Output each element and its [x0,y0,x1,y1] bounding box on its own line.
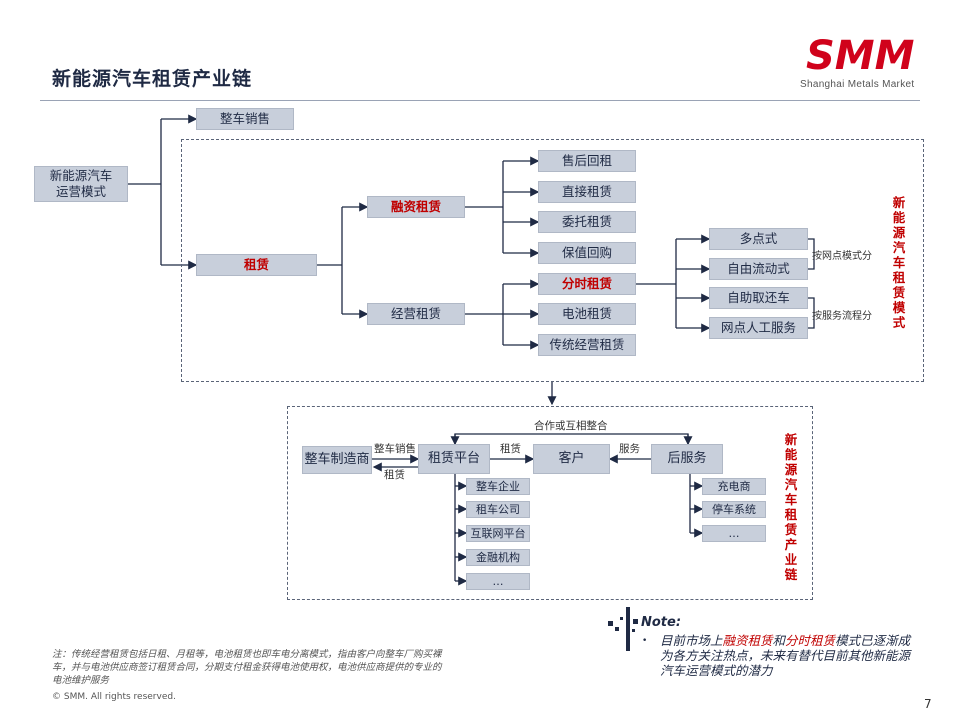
lease-mode-frame [181,139,924,382]
platform-item: 金融机构 [466,549,530,566]
platform-item: 互联网平台 [466,525,530,542]
financing-item: 委托租赁 [538,211,636,233]
footnote: 注：传统经营租赁包括日租、月租等，电池租赁也即车电分离模式，指由客户向整车厂购买… [52,649,442,686]
industry-chain-frame [287,406,813,600]
page-title: 新能源汽车租赁产业链 [52,68,253,90]
timeshare-mode: 自由流动式 [709,258,808,280]
label-service: 服务 [619,443,640,455]
service-item: 停车系统 [702,501,766,518]
financing-lease-node: 融资租赁 [367,196,465,218]
note-bullet: • [642,636,648,646]
note-text: 目前市场上融资租赁和分时租赁模式已逐渐成为各方关注热点，未来有替代目前其他新能源… [660,633,911,678]
bracket-label-service: 按服务流程分 [812,311,872,322]
smm-logo: SMM [806,33,914,73]
operating-item-timeshare: 分时租赁 [538,273,636,295]
title-divider [40,100,920,101]
note-icon [608,607,638,651]
platform-item: 租车公司 [466,501,530,518]
timeshare-mode: 网点人工服务 [709,317,808,339]
logo-text: SMM [806,33,914,73]
manufacturer-node: 整车制造商 [302,446,372,474]
financing-item: 保值回购 [538,242,636,264]
note-highlight: 分时租赁 [785,633,836,648]
label-vehicle-sale: 整车销售 [374,443,416,455]
financing-item: 直接租赁 [538,181,636,203]
financing-item: 售后回租 [538,150,636,172]
note-highlight: 融资租赁 [722,633,773,648]
customer-node: 客户 [533,444,610,474]
label-lease: 租赁 [500,443,521,455]
operating-item: 传统经营租赁 [538,334,636,356]
lease-mode-side-label: 新能源汽车租赁模式 [892,195,906,330]
page-number: 7 [924,697,932,711]
logo-subtitle: Shanghai Metals Market [800,79,915,90]
operating-lease-node: 经营租赁 [367,303,465,325]
label-lease-back: 租赁 [384,469,405,481]
platform-item: 整车企业 [466,478,530,495]
lease-node: 租赁 [196,254,317,276]
label-cooperate: 合作或互相整合 [534,420,608,432]
root-node: 新能源汽车 运营模式 [34,166,128,202]
bracket-label-network: 按网点模式分 [812,251,872,262]
service-item: 充电商 [702,478,766,495]
service-item: … [702,525,766,542]
after-service-node: 后服务 [651,444,723,474]
copyright: © SMM. All rights reserved. [52,692,176,702]
vehicle-sale-node: 整车销售 [196,108,294,130]
timeshare-mode: 多点式 [709,228,808,250]
operating-item: 电池租赁 [538,303,636,325]
timeshare-mode: 自助取还车 [709,287,808,309]
platform-item: … [466,573,530,590]
platform-node: 租赁平台 [418,444,490,474]
note-title: Note: [641,615,682,630]
industry-chain-side-label: 新能源汽车租赁产业链 [784,432,798,582]
